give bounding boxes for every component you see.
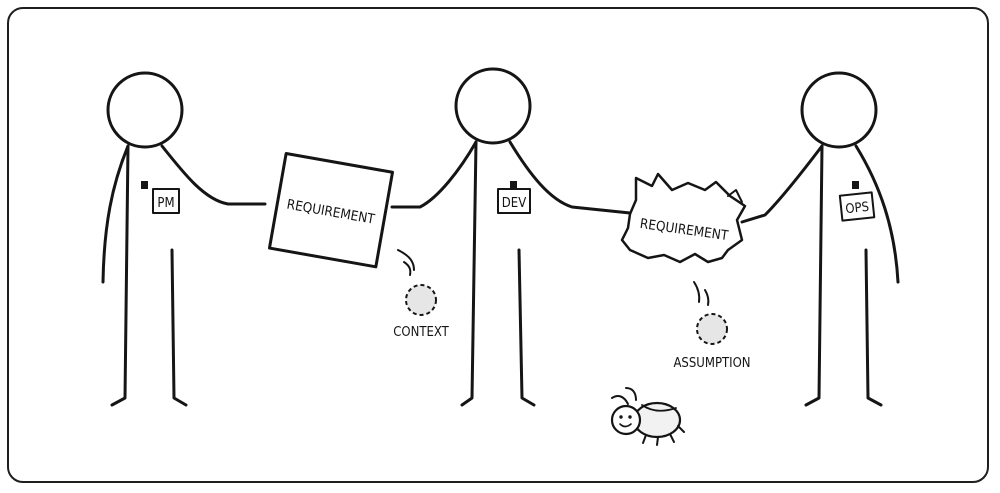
pm-right-leg (170, 248, 188, 407)
torn-corner (727, 189, 743, 203)
pm-badge-label: PM (157, 196, 174, 211)
bug-antenna (625, 387, 637, 401)
dev-left-arm (390, 140, 478, 209)
dev-right-arm (508, 140, 632, 215)
pm-right-arm (160, 144, 267, 206)
torn-requirement-document: REQUIREMENT (620, 172, 747, 264)
ops-badge-label: OPS (845, 200, 870, 217)
person-dev: DEV (390, 67, 632, 407)
dev-head (454, 67, 532, 145)
assumption-motion-mark (704, 289, 710, 306)
ops-right-arm (854, 144, 900, 284)
context-motion-mark (397, 249, 415, 271)
assumption-label: ASSUMPTION (673, 356, 750, 371)
bug-icon (610, 387, 685, 446)
dev-badge-clip (510, 181, 517, 189)
ops-head (800, 71, 878, 149)
context-drop (405, 284, 437, 316)
pm-left-arm (101, 144, 130, 284)
requirement-label: REQUIREMENT (285, 197, 376, 228)
bug-smile (619, 423, 632, 428)
dev-badge (497, 188, 531, 214)
torn-paper (620, 172, 747, 264)
assumption-drop (696, 313, 728, 345)
pm-badge-clip (141, 181, 148, 189)
context-motion-mark (403, 261, 412, 276)
bug-eye (619, 415, 623, 419)
diagram-frame (7, 7, 989, 483)
torn-requirement-label: REQUIREMENT (639, 216, 730, 244)
ops-badge (838, 191, 876, 222)
dev-right-leg (517, 248, 536, 407)
pm-left-leg (110, 144, 130, 407)
ops-right-leg (864, 248, 883, 407)
dev-left-leg (460, 140, 478, 407)
context-label: CONTEXT (393, 325, 449, 340)
bug-antenna (611, 395, 629, 405)
bug-head (610, 404, 642, 436)
ops-badge-clip (852, 181, 859, 189)
ops-left-leg (804, 144, 824, 407)
requirement-document: REQUIREMENT (267, 152, 394, 269)
person-ops: OPS (740, 71, 900, 407)
ops-left-arm (740, 144, 824, 224)
pm-badge (152, 188, 180, 214)
person-pm: PM (101, 71, 267, 407)
dev-badge-label: DEV (502, 196, 526, 211)
pm-head (106, 71, 184, 149)
assumption-motion-mark (693, 281, 701, 303)
bug-shell-line (641, 404, 677, 412)
bug-legs (642, 425, 685, 446)
requirement-paper (267, 152, 394, 269)
bug-eye (628, 415, 632, 419)
